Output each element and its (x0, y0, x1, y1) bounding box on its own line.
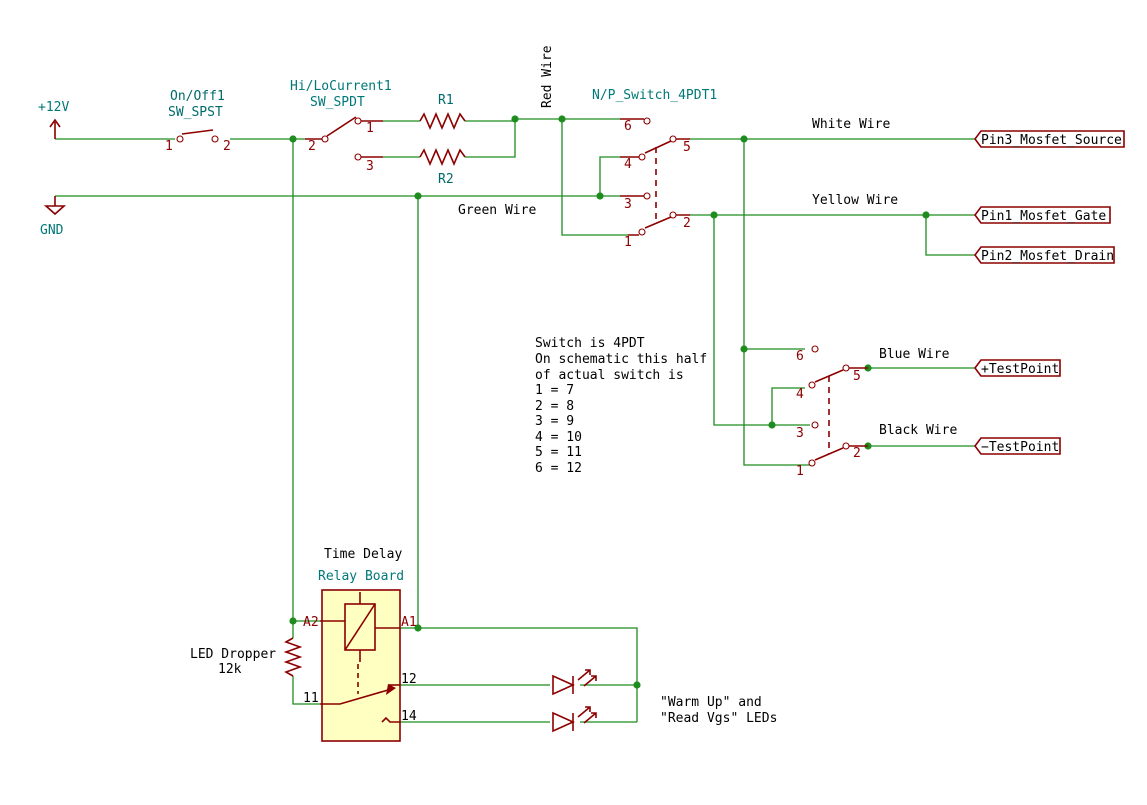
wires (55, 118, 975, 723)
junction-dot (710, 211, 718, 219)
note-line: On schematic this half (535, 352, 707, 367)
yellow-wire-label: Yellow Wire (812, 193, 898, 208)
wire-labels: Red Wire White Wire Green Wire Yellow Wi… (458, 45, 957, 438)
sw3-pin5: 5 (683, 140, 691, 155)
junctions (289, 115, 930, 689)
port-drain-text: Pin2_Mosfet_Drain (981, 249, 1114, 264)
junction-dot (922, 211, 930, 219)
led-note-line: "Read Vgs" LEDs (660, 711, 777, 726)
port-gate (974, 206, 1111, 224)
switch-on-off: On/Off1 SW_SPST 1 2 (165, 89, 231, 154)
junction-dot (740, 345, 748, 353)
port-source-text: Pin3_Mosfet_Source (981, 133, 1122, 148)
junction-dot (740, 135, 748, 143)
red-wire-label: Red Wire (540, 45, 555, 108)
sw2-pin3: 3 (366, 159, 374, 174)
sw3-pin6: 6 (624, 119, 632, 134)
relay-pin-a1: A1 (401, 615, 417, 630)
sw2-pin1: 1 (366, 121, 374, 136)
junction-dot (289, 617, 297, 625)
note-line: Switch is 4PDT (535, 336, 645, 351)
sw3-pin4: 4 (624, 157, 632, 172)
sw2-value: SW_SPDT (310, 95, 365, 110)
sw2-pin2: 2 (308, 139, 316, 154)
relay-pin-12: 12 (401, 672, 417, 687)
note-line: 6 = 12 (535, 461, 582, 476)
sw1-value: SW_SPST (168, 105, 223, 120)
gnd-label: GND (40, 223, 64, 238)
blue-wire-label: Blue Wire (879, 347, 950, 362)
note-line: 3 = 9 (535, 414, 574, 429)
sw3b-pin1: 1 (796, 464, 804, 479)
relay-board: Time Delay Relay Board A2 A1 11 12 14 (303, 547, 417, 742)
gnd-symbol: GND (40, 196, 67, 238)
note-line: 5 = 11 (535, 445, 582, 460)
sw3b-pin2: 2 (853, 446, 861, 461)
port-testpoint-plus (974, 359, 1061, 377)
sw1-pin1: 1 (165, 139, 173, 154)
r2-label: R2 (438, 172, 454, 187)
sw3b-pin4: 4 (796, 387, 804, 402)
junction-dot (289, 135, 297, 143)
relay-body (321, 589, 401, 742)
port-tp-minus-text: −TestPoint (981, 440, 1059, 455)
white-wire-label: White Wire (812, 117, 890, 132)
junction-dot (558, 115, 566, 123)
junction-dot (768, 421, 776, 429)
switch-np-4pdt-upper: N/P_Switch_4PDT1 6 4 5 3 1 2 (592, 88, 717, 250)
junction-dot (633, 681, 641, 689)
sw3-pin3: 3 (624, 197, 632, 212)
led-note: "Warm Up" and "Read Vgs" LEDs (660, 695, 777, 726)
led-read-vgs (552, 706, 597, 733)
port-source (974, 130, 1125, 148)
note-line: 1 = 7 (535, 383, 574, 398)
junction-dot (511, 115, 519, 123)
sw3-ref: N/P_Switch_4PDT1 (592, 88, 717, 103)
junction-dot (596, 192, 604, 200)
sw3-pin2: 2 (683, 216, 691, 231)
r1-label: R1 (438, 93, 454, 108)
relay-pin-a2: A2 (303, 615, 319, 630)
led-warm-up (552, 669, 597, 696)
note-line: 2 = 8 (535, 399, 574, 414)
port-labels: Pin3_Mosfet_Source Pin1_Mosfet_Gate Pin2… (974, 130, 1125, 455)
relay-pin-11: 11 (303, 691, 319, 706)
junction-dot (414, 624, 422, 632)
port-gate-text: Pin1_Mosfet_Gate (981, 209, 1106, 224)
dropper-value: 12k (218, 662, 242, 677)
resistor-r2: R2 (419, 147, 466, 187)
junction-dot (414, 192, 422, 200)
sw3b-pin3: 3 (796, 426, 804, 441)
switch-note: Switch is 4PDT On schematic this half of… (535, 336, 707, 476)
sw1-pin2: 2 (223, 139, 231, 154)
sw3b-pin6: 6 (796, 349, 804, 364)
resistor-led-dropper: LED Dropper 12k (190, 637, 303, 677)
sw3-pin1: 1 (624, 235, 632, 250)
sw2-ref: Hi/LoCurrent1 (290, 79, 392, 94)
switch-hi-lo-current: Hi/LoCurrent1 SW_SPDT 2 1 3 (290, 79, 392, 174)
resistor-r1: R1 (419, 93, 466, 131)
sw1-ref: On/Off1 (170, 89, 225, 104)
vcc-label: +12V (38, 100, 69, 115)
relay-pin-14: 14 (401, 709, 417, 724)
note-line: of actual switch is (535, 368, 684, 383)
led-note-line: "Warm Up" and (660, 695, 762, 710)
note-line: 4 = 10 (535, 430, 582, 445)
black-wire-label: Black Wire (879, 423, 957, 438)
green-wire-label: Green Wire (458, 203, 536, 218)
relay-ref: Time Delay (324, 547, 402, 562)
relay-value: Relay Board (318, 569, 404, 584)
switch-np-4pdt-lower: 6 4 5 3 1 2 (796, 345, 868, 479)
port-drain (974, 246, 1115, 264)
port-tp-plus-text: +TestPoint (981, 362, 1059, 377)
sw3b-pin5: 5 (853, 369, 861, 384)
dropper-ref: LED Dropper (190, 647, 276, 662)
port-testpoint-minus (974, 437, 1061, 455)
vcc-symbol: +12V (38, 100, 69, 139)
